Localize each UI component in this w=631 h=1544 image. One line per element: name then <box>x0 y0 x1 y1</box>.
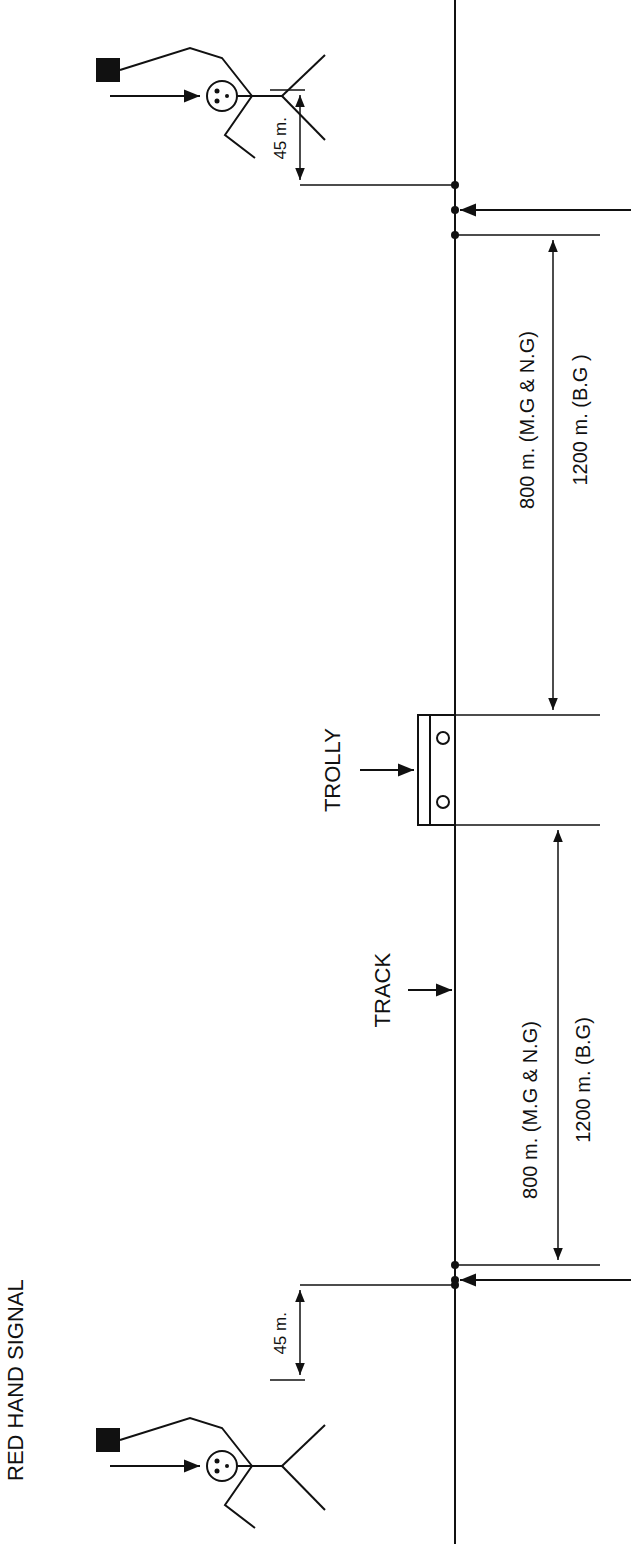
dimension-line <box>299 95 301 180</box>
extension-line <box>455 824 600 826</box>
stop-marker-arrow <box>460 209 631 211</box>
extension-line <box>300 184 455 186</box>
flagman-figure <box>96 48 325 158</box>
trolly-leader <box>360 769 414 771</box>
track-leader <box>408 989 452 991</box>
stop-marker-arrow <box>460 1279 631 1281</box>
dimension-label: 1200 m. (B.G ) <box>569 354 591 485</box>
part-label: TROLLY <box>321 728 345 812</box>
signal-leader <box>110 95 200 97</box>
dimension-label: 45 m. <box>272 1312 291 1355</box>
extension-line <box>455 714 600 716</box>
dimension-label: 45 m. <box>272 117 291 160</box>
trolley-frame <box>429 715 431 825</box>
track-dot <box>451 206 459 214</box>
extension-line <box>270 1379 305 1381</box>
signal-leader <box>110 1465 200 1467</box>
track-dot <box>451 1261 459 1269</box>
dimension-label: 800 m. (M.G & N.G) <box>516 331 538 509</box>
dimension-line <box>557 830 559 1260</box>
dimension-line <box>299 1290 301 1375</box>
trolley-wheel <box>437 732 449 744</box>
trolley-wheel <box>437 796 449 808</box>
part-label: TRACK <box>371 953 395 1028</box>
dimension-line <box>552 240 554 710</box>
extension-line <box>455 234 600 236</box>
flagman-figure <box>96 1418 325 1528</box>
dimension-label: 1200 m. (B.G) <box>572 1017 594 1143</box>
track-dot <box>451 1281 459 1289</box>
signal-label: RED HAND SIGNAL <box>4 1279 28 1481</box>
track-dot <box>451 181 459 189</box>
dimension-label: 800 m. (M.G & N.G) <box>519 1021 541 1199</box>
trolley-body <box>418 715 455 825</box>
extension-line <box>455 1264 600 1266</box>
extension-line <box>300 1284 455 1286</box>
track-dot <box>451 231 459 239</box>
